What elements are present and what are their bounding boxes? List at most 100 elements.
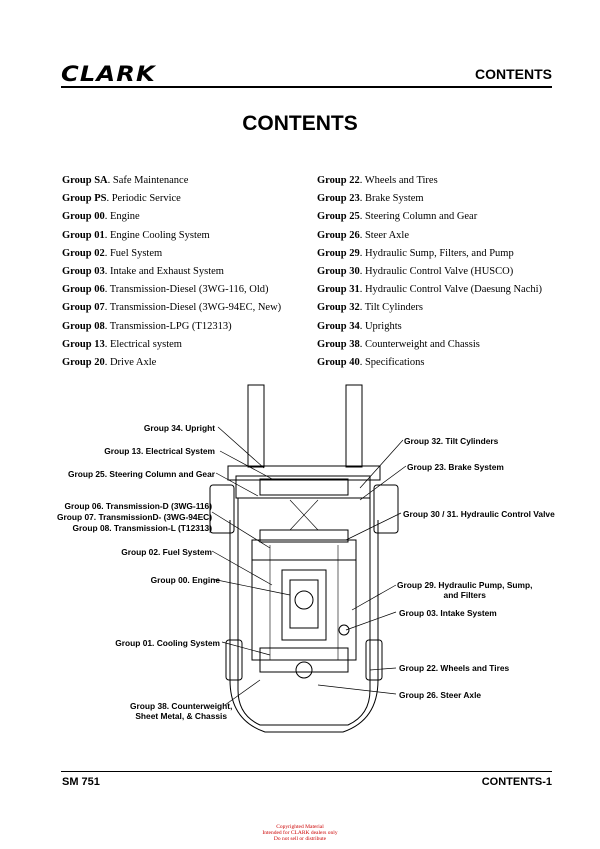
toc-name: . Transmission-LPG (T12313)	[104, 320, 232, 332]
toc-name: . Electrical system	[104, 338, 182, 350]
toc-name: . Periodic Service	[106, 193, 181, 205]
label-valve: Group 30 / 31. Hydraulic Control Valve	[403, 509, 555, 519]
toc-name: . Engine Cooling System	[104, 229, 210, 241]
toc-name: . Counterweight and Chassis	[359, 338, 480, 350]
copyright-line: Copyrighted Material	[276, 824, 324, 830]
label-counterweight-line2: Sheet Metal, & Chassis	[135, 711, 228, 721]
label-counterweight: Group 38. Counterweight, Sheet Metal, & …	[130, 701, 232, 721]
toc-name: . Steer Axle	[359, 229, 409, 241]
toc-entry[interactable]: Group 26. Steer Axle	[317, 229, 542, 247]
toc-name: . Steering Column and Gear	[359, 211, 478, 223]
clark-logo: CLARK	[61, 62, 156, 86]
toc-group: Group 20	[62, 356, 105, 368]
toc-group: Group 00	[62, 211, 105, 223]
toc-group: Group SA	[62, 175, 108, 186]
toc-entry[interactable]: Group 06. Transmission-Diesel (3WG-116, …	[62, 283, 281, 301]
copyright-line: Intended for CLARK dealers only	[262, 830, 338, 836]
toc-name: . Intake and Exhaust System	[104, 265, 224, 277]
toc-entry[interactable]: Group 08. Transmission-LPG (T12313)	[62, 320, 281, 338]
toc-group: Group 08	[62, 320, 105, 332]
label-cooling: Group 01. Cooling System	[115, 638, 220, 648]
toc-entry[interactable]: Group 31. Hydraulic Control Valve (Daesu…	[317, 283, 542, 301]
label-pump: Group 29. Hydraulic Pump, Sump, and Filt…	[397, 580, 532, 600]
toc-entry[interactable]: Group 30. Hydraulic Control Valve (HUSCO…	[317, 265, 542, 283]
footer-divider	[61, 771, 552, 772]
toc-name: . Transmission-Diesel (3WG-116, Old)	[104, 284, 269, 296]
toc-entry[interactable]: Group 22. Wheels and Tires	[317, 174, 542, 192]
toc-right-column: Group 22. Wheels and Tires Group 23. Bra…	[317, 174, 542, 374]
label-electrical: Group 13. Electrical System	[104, 446, 215, 456]
label-trans-d: Group 06. Transmission-D (3WG-116)	[64, 501, 212, 511]
label-engine: Group 00. Engine	[150, 575, 220, 585]
toc-group: Group 22	[317, 175, 360, 186]
toc-group: Group 23	[317, 193, 360, 205]
toc-group: Group 06	[62, 284, 105, 296]
toc-entry[interactable]: Group 34. Uprights	[317, 320, 542, 338]
page-title: CONTENTS	[242, 112, 358, 135]
label-tilt: Group 32. Tilt Cylinders	[404, 436, 499, 446]
toc-group: Group 07	[62, 302, 105, 314]
toc-group: Group 30	[317, 265, 360, 277]
label-trans-l: Group 08. Transmission-L (T12313)	[72, 523, 212, 533]
toc-group: Group 13	[62, 338, 105, 350]
header-divider	[61, 86, 552, 88]
forklift-diagram	[209, 384, 407, 733]
toc-name: . Drive Axle	[104, 356, 157, 368]
copyright-line: Do not sell or distribute	[273, 836, 327, 842]
toc-group: Group PS	[62, 193, 107, 205]
label-pump-line1: Group 29. Hydraulic Pump, Sump,	[397, 580, 533, 590]
toc-entry[interactable]: Group 40. Specifications	[317, 356, 542, 374]
toc-name: . Tilt Cylinders	[359, 302, 424, 314]
toc-group: Group 32	[317, 302, 360, 314]
label-pump-line2: and Filters	[443, 590, 486, 600]
label-wheels: Group 22. Wheels and Tires	[399, 663, 510, 673]
toc-entry[interactable]: Group 20. Drive Axle	[62, 356, 281, 374]
toc-name: . Brake System	[359, 193, 424, 205]
toc-entry[interactable]: Group 01. Engine Cooling System	[62, 229, 281, 247]
toc-entry[interactable]: Group PS. Periodic Service	[62, 192, 281, 210]
toc-group: Group 02	[62, 247, 105, 259]
toc-name: . Wheels and Tires	[359, 175, 438, 186]
toc-group: Group 31	[317, 284, 360, 296]
label-fuel: Group 02. Fuel System	[121, 547, 212, 557]
toc-entry[interactable]: Group 23. Brake System	[317, 192, 542, 210]
toc-group: Group 26	[317, 229, 360, 241]
footer-page-number: CONTENTS-1	[481, 776, 552, 788]
toc-group: Group 29	[317, 247, 360, 259]
header-section-title: CONTENTS	[475, 66, 552, 82]
toc-name: . Fuel System	[104, 247, 163, 259]
toc-entry[interactable]: Group 13. Electrical system	[62, 338, 281, 356]
copyright-notice: Copyrighted Material Intended for CLARK …	[0, 824, 600, 842]
toc-name: . Hydraulic Control Valve (Daesung Nachi…	[359, 284, 543, 296]
label-brake: Group 23. Brake System	[407, 462, 504, 472]
toc-name: . Engine	[104, 211, 140, 223]
toc-entry[interactable]: Group 02. Fuel System	[62, 247, 281, 265]
label-intake: Group 03. Intake System	[399, 608, 497, 618]
toc-group: Group 03	[62, 265, 105, 277]
toc-group: Group 34	[317, 320, 360, 332]
toc-entry[interactable]: Group 29. Hydraulic Sump, Filters, and P…	[317, 247, 542, 265]
toc-entry[interactable]: Group 00. Engine	[62, 210, 281, 228]
toc-entry[interactable]: Group 32. Tilt Cylinders	[317, 301, 542, 319]
toc-entry[interactable]: Group 38. Counterweight and Chassis	[317, 338, 542, 356]
toc-name: . Transmission-Diesel (3WG-94EC, New)	[104, 302, 282, 314]
toc-entry[interactable]: Group 25. Steering Column and Gear	[317, 210, 542, 228]
label-steer-axle: Group 26. Steer Axle	[399, 690, 482, 700]
label-upright: Group 34. Upright	[143, 423, 215, 433]
toc-left-column: Group SA. Safe Maintenance Group PS. Per…	[62, 174, 281, 374]
toc-entry[interactable]: Group 07. Transmission-Diesel (3WG-94EC,…	[62, 301, 281, 319]
toc-entry[interactable]: Group SA. Safe Maintenance	[62, 174, 281, 192]
toc-name: . Hydraulic Control Valve (HUSCO)	[359, 265, 514, 277]
toc-name: . Hydraulic Sump, Filters, and Pump	[359, 247, 514, 259]
toc-group: Group 38	[317, 338, 360, 350]
toc-name: . Specifications	[359, 356, 425, 368]
toc-group: Group 40	[317, 356, 360, 368]
toc-name: . Safe Maintenance	[107, 175, 189, 186]
label-steering: Group 25. Steering Column and Gear	[67, 469, 215, 479]
label-counterweight-line1: Group 38. Counterweight,	[130, 701, 233, 711]
toc-group: Group 25	[317, 211, 360, 223]
toc-group: Group 01	[62, 229, 105, 241]
label-trans-d2: Group 07. TransmissionD- (3WG-94EC)	[57, 512, 212, 522]
toc-entry[interactable]: Group 03. Intake and Exhaust System	[62, 265, 281, 283]
toc-name: . Uprights	[359, 320, 402, 332]
